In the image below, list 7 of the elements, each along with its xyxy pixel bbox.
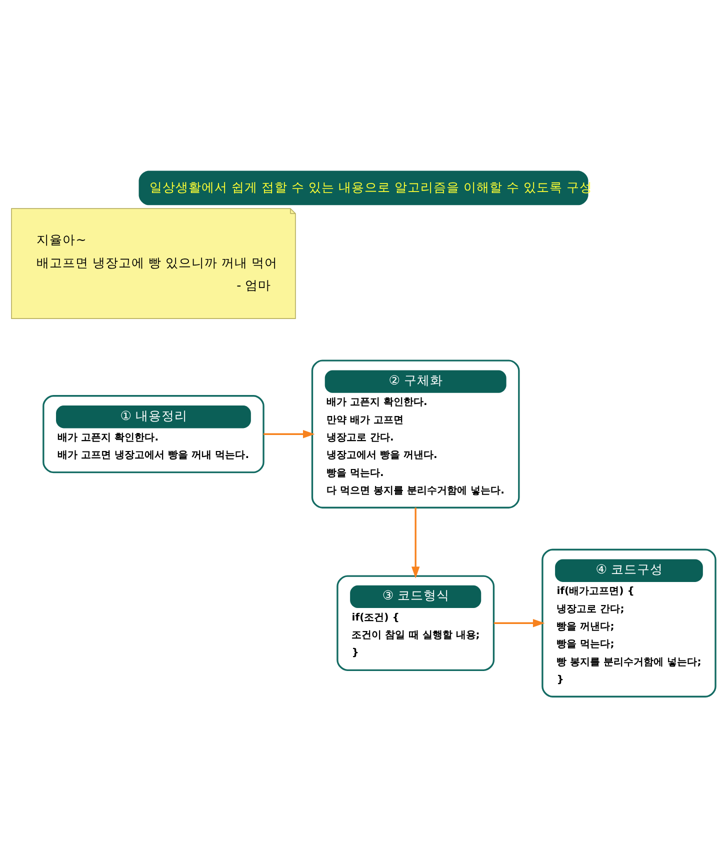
node-box: ② 구체화 배가 고픈지 확인한다. 만약 배가 고프면 냉장고로 간다. 냉장고에서 빵을 꺼낸다. 빵을 먹는다. 다 먹으면 봉지를 분리수거함에 넣는다. bbox=[311, 360, 520, 508]
node-box: ① 내용정리 배가 고픈지 확인한다. 배가 고프면 냉장고에서 빵을 꺼내 먹는다. bbox=[42, 395, 264, 474]
arrow bbox=[494, 619, 545, 628]
arrow bbox=[264, 430, 315, 438]
node-box: ③ 코드형식 if(조건) { 조건이 참일 때 실행할 내용; } bbox=[336, 575, 495, 672]
arrow bbox=[411, 508, 420, 578]
node-box: ④ 코드구성 if(배가고프면) { 냉장고로 간다; 빵을 꺼낸다; 빵을 먹는다; 빵 봉지를 분리수거함에 넣는다; } bbox=[542, 548, 716, 698]
